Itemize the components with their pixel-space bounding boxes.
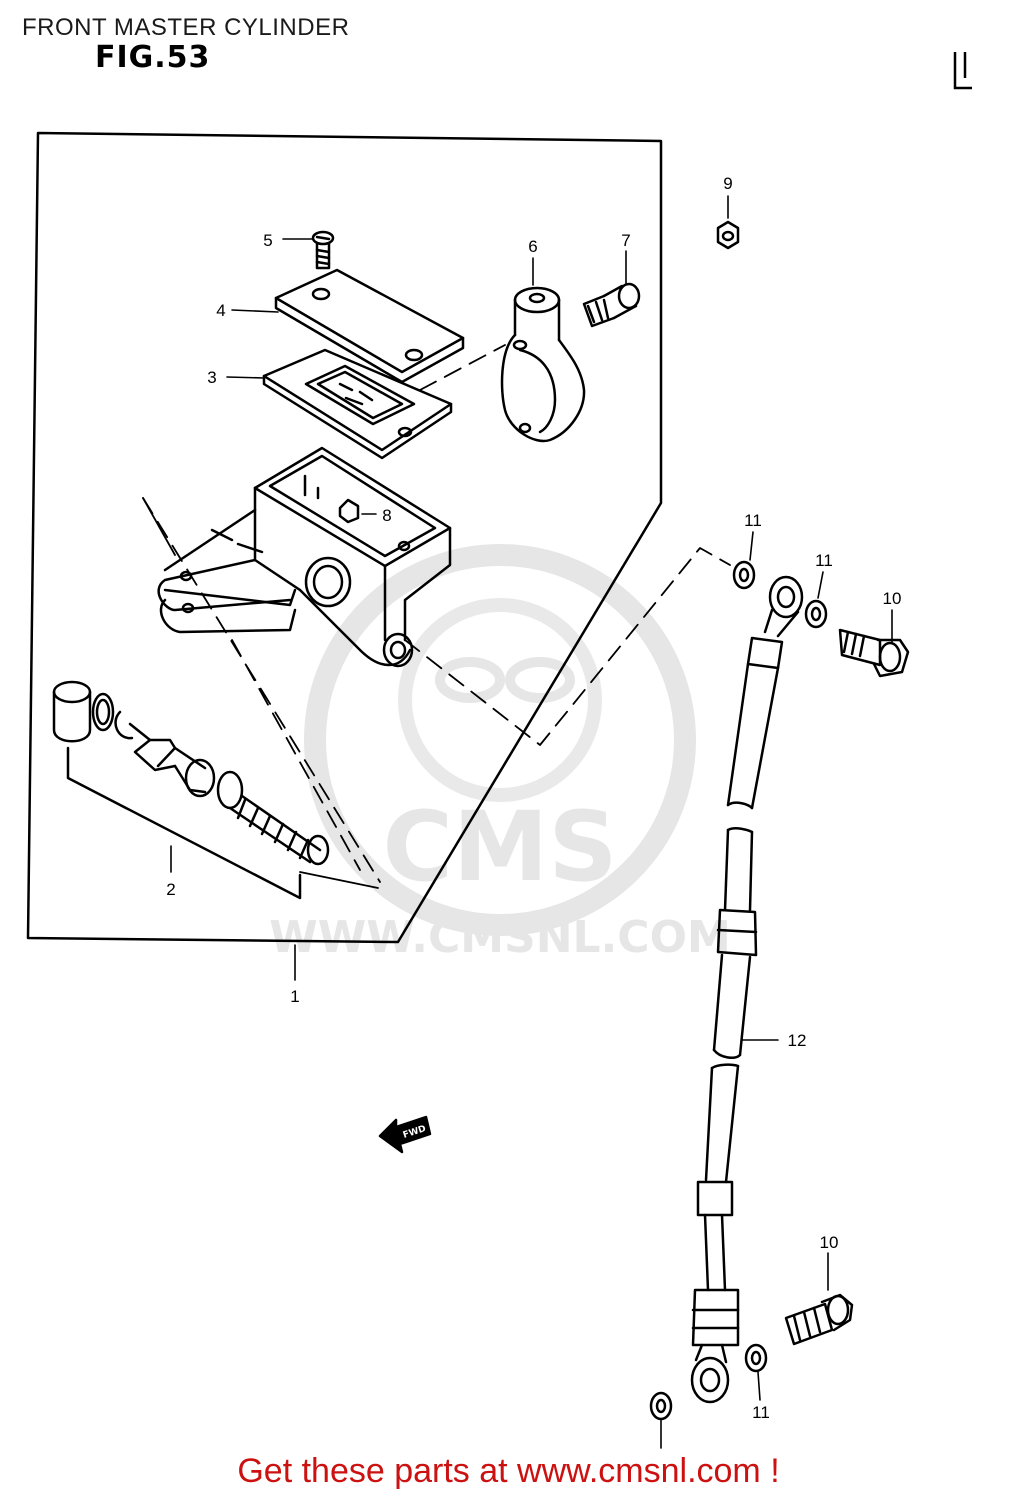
callout-7: 7 — [621, 231, 630, 250]
washer-hole-b — [810, 606, 822, 622]
forward-direction-arrow — [378, 1115, 432, 1154]
callout-12: 12 — [788, 1031, 807, 1050]
page-title: FRONT MASTER CYLINDER — [22, 14, 350, 41]
part-2-bracket — [66, 746, 302, 900]
callout-11-c: 11 — [752, 1403, 770, 1422]
watermark-brand: CMS — [382, 791, 617, 903]
master-cylinder-body-part-1 — [157, 446, 452, 668]
reservoir-cap-part-4 — [274, 268, 465, 384]
callout-6: 6 — [528, 237, 537, 256]
brake-hose-part-12 — [690, 575, 804, 1404]
guide-line-2 — [142, 497, 379, 889]
page-corner-mark — [953, 52, 972, 90]
figure-number: FIG.53 — [95, 40, 211, 75]
callout-labels: 1 2 3 4 5 6 7 8 9 10 10 11 11 11 11 12 — [166, 174, 902, 1422]
assembly-boundary — [26, 131, 663, 944]
washer-hole-d — [655, 1398, 667, 1414]
washer-part-11-b — [804, 599, 828, 629]
footer-link-text[interactable]: Get these parts at www.cmsnl.com ! — [237, 1452, 780, 1490]
banjo-bolt-part-10-upper — [838, 628, 910, 678]
callout-10-upper: 10 — [883, 589, 902, 608]
guide-line-1 — [142, 344, 731, 883]
bolt-part-7 — [582, 282, 641, 328]
callout-3: 3 — [207, 368, 216, 387]
callout-11-b: 11 — [815, 551, 833, 570]
callout-1: 1 — [290, 987, 299, 1006]
nut-part-9 — [716, 220, 740, 250]
callout-4: 4 — [216, 301, 225, 320]
callout-2: 2 — [166, 880, 175, 899]
washer-part-11-d — [649, 1391, 673, 1421]
clamp-part-6 — [500, 286, 586, 443]
banjo-bolt-part-10-lower — [784, 1293, 854, 1346]
screw-part-5 — [311, 230, 335, 270]
callout-9: 9 — [723, 174, 732, 193]
washer-part-11-a — [732, 560, 756, 590]
callout-5: 5 — [263, 231, 272, 250]
exploded-parts-diagram: CMS WWW.CMSNL.COM — [26, 131, 910, 1449]
callout-11-a: 11 — [744, 511, 762, 530]
washer-part-11-c — [744, 1343, 768, 1373]
washer-hole-a — [738, 567, 750, 583]
callout-10-lower: 10 — [820, 1233, 839, 1252]
diaphragm-plate-part-3 — [262, 348, 453, 460]
piston-kit-part-2 — [52, 680, 330, 866]
watermark-url: WWW.CMSNL.COM — [269, 912, 731, 963]
callout-8: 8 — [382, 506, 391, 525]
leader-lines — [170, 195, 893, 1449]
watermark: CMS WWW.CMSNL.COM — [269, 544, 731, 963]
washer-hole-c — [750, 1350, 762, 1366]
cap-part-8 — [338, 498, 360, 524]
